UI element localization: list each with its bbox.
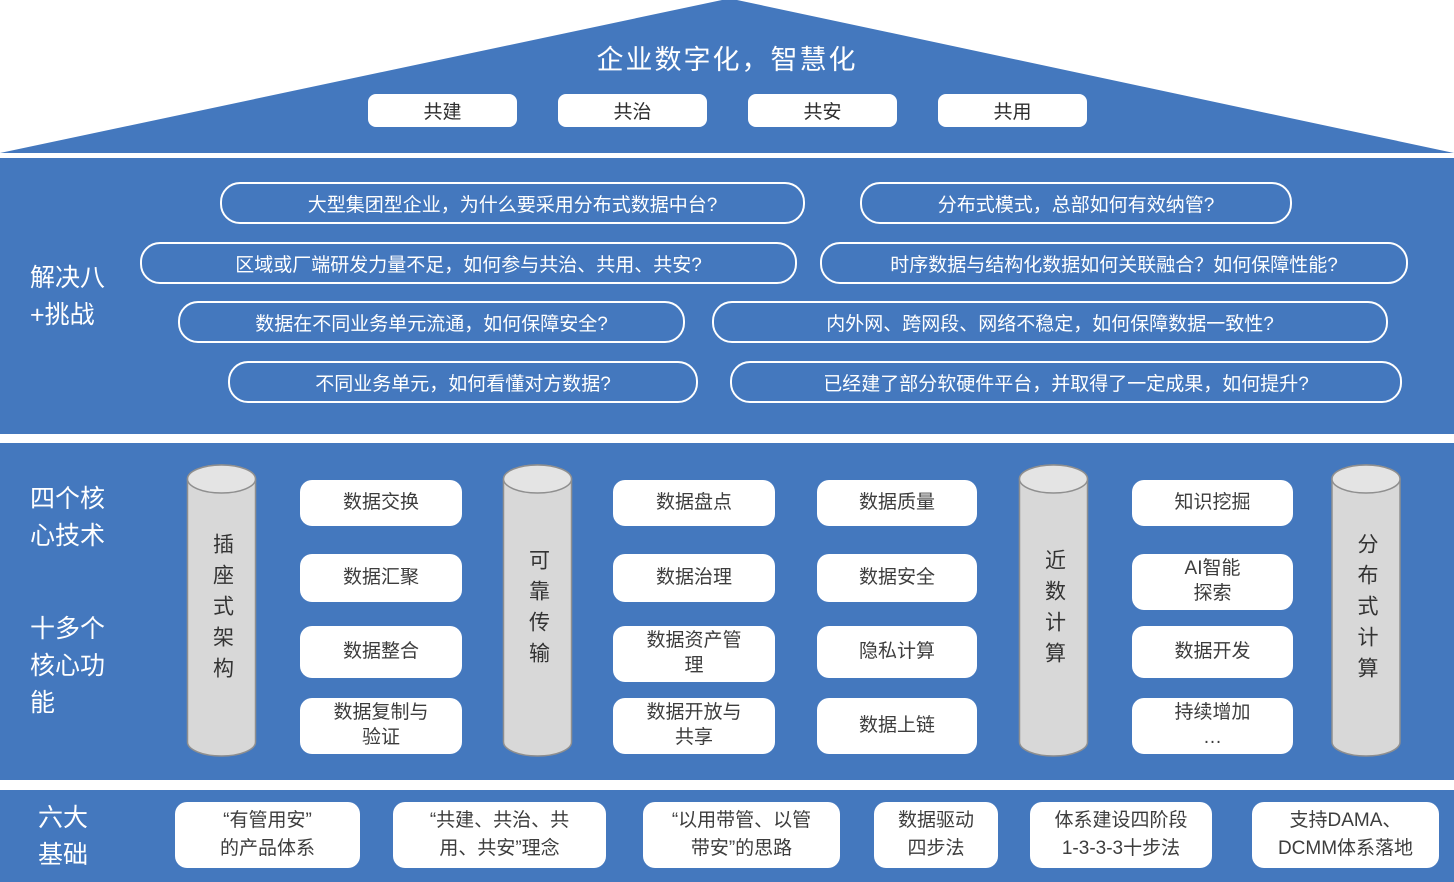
function-box-data-integration: 数据整合 bbox=[300, 626, 462, 678]
cylinder-label: 近数计算 bbox=[1042, 548, 1066, 673]
function-box-data-development: 数据开发 bbox=[1132, 626, 1293, 678]
challenge-box-r4-right: 已经建了部分软硬件平台，并取得了一定成果，如何提升? bbox=[730, 361, 1402, 403]
challenge-box-r3-right: 内外网、跨网段、网络不稳定，如何保障数据一致性? bbox=[712, 301, 1388, 343]
core-tech-label-line2: 心技术 bbox=[30, 522, 106, 550]
function-box-data-replication-verification: 数据复制与 验证 bbox=[300, 698, 462, 754]
challenges-band-label: 解决八 +挑战 bbox=[30, 260, 105, 334]
pill-gongan: 共安 bbox=[748, 94, 897, 127]
cylinder-shape bbox=[186, 464, 257, 757]
function-box-data-aggregation: 数据汇聚 bbox=[300, 554, 462, 602]
function-box-data-open-sharing: 数据开放与 共享 bbox=[613, 698, 775, 754]
function-box-data-exchange: 数据交换 bbox=[300, 480, 462, 526]
function-box-data-security: 数据安全 bbox=[817, 554, 977, 602]
cylinder-shape bbox=[1331, 464, 1401, 757]
foundation-band-label: 六大 基础 bbox=[38, 800, 88, 874]
pill-gongyong: 共用 bbox=[938, 94, 1087, 127]
cylinder-label: 插座式架构 bbox=[210, 533, 234, 688]
function-box-ai-exploration: AI智能 探索 bbox=[1132, 554, 1293, 610]
cylinder-reliable-transfer: 可靠传输 bbox=[502, 463, 573, 758]
challenge-box-r2-right: 时序数据与结构化数据如何关联融合？如何保障性能? bbox=[820, 242, 1408, 284]
challenges-band: 解决八 +挑战 大型集团型企业，为什么要采用分布式数据中台? 分布式模式，总部如… bbox=[0, 158, 1454, 434]
cylinder-near-data-computing: 近数计算 bbox=[1018, 463, 1089, 758]
foundation-box-four-step-method: 数据驱动 四步法 bbox=[874, 802, 998, 868]
cylinder-shape bbox=[502, 464, 573, 757]
core-func-label-line3: 能 bbox=[30, 689, 56, 717]
challenge-box-r3-left: 数据在不同业务单元流通，如何保障安全? bbox=[178, 301, 685, 343]
challenge-box-r4-left: 不同业务单元，如何看懂对方数据? bbox=[228, 361, 698, 403]
challenges-label-line2: +挑战 bbox=[30, 301, 95, 329]
function-box-privacy-computing: 隐私计算 bbox=[817, 626, 977, 678]
foundation-box-ten-step-method: 体系建设四阶段 1-3-3-3十步法 bbox=[1030, 802, 1212, 868]
foundation-box-approach: “以用带管、以管 带安”的思路 bbox=[643, 802, 840, 868]
core-func-label-line2: 核心功 bbox=[30, 652, 106, 680]
function-box-data-quality: 数据质量 bbox=[817, 480, 977, 526]
foundation-box-dama-dcmm-support: 支持DAMA、 DCMM体系落地 bbox=[1252, 802, 1439, 868]
foundation-box-product-system: “有管用安” 的产品体系 bbox=[175, 802, 360, 868]
cylinder-label: 分布式计算 bbox=[1355, 533, 1378, 688]
core-func-label-line1: 十多个 bbox=[30, 615, 106, 643]
core-tech-label: 四个核 心技术 bbox=[30, 481, 105, 555]
core-tech-label-line1: 四个核 bbox=[30, 485, 106, 513]
pill-gongjian: 共建 bbox=[368, 94, 517, 127]
foundation-label-line1: 六大 bbox=[38, 804, 89, 832]
function-box-data-governance: 数据治理 bbox=[613, 554, 775, 602]
cylinder-shape bbox=[1018, 464, 1089, 757]
foundation-band: 六大 基础 “有管用安” 的产品体系 “共建、共治、共 用、共安”理念 “以用带… bbox=[0, 790, 1454, 882]
roof-title: 企业数字化，智慧化 bbox=[596, 45, 858, 75]
core-band: 四个核 心技术 十多个 核心功 能 插座式架构 可靠传输 bbox=[0, 443, 1454, 780]
challenges-label-line1: 解决八 bbox=[30, 264, 106, 292]
pill-gongzhi: 共治 bbox=[558, 94, 707, 127]
function-box-data-on-chain: 数据上链 bbox=[817, 698, 977, 754]
function-box-data-asset-management: 数据资产管 理 bbox=[613, 626, 775, 682]
core-func-label: 十多个 核心功 能 bbox=[30, 611, 105, 722]
challenge-box-r1-right: 分布式模式，总部如何有效纳管? bbox=[860, 182, 1292, 224]
cylinder-label: 可靠传输 bbox=[526, 548, 550, 673]
foundation-box-philosophy: “共建、共治、共 用、共安”理念 bbox=[393, 802, 606, 868]
function-box-knowledge-mining: 知识挖掘 bbox=[1132, 480, 1293, 526]
roof-triangle bbox=[0, 0, 1454, 153]
cylinder-socket-architecture: 插座式架构 bbox=[186, 463, 257, 758]
foundation-label-line2: 基础 bbox=[38, 841, 89, 869]
function-box-data-inventory: 数据盘点 bbox=[613, 480, 775, 526]
challenge-box-r2-left: 区域或厂端研发力量不足，如何参与共治、共用、共安? bbox=[140, 242, 797, 284]
cylinder-distributed-computing: 分布式计算 bbox=[1330, 463, 1402, 758]
function-box-continuously-growing: 持续增加 … bbox=[1132, 698, 1293, 754]
challenge-box-r1-left: 大型集团型企业，为什么要采用分布式数据中台? bbox=[220, 182, 805, 224]
